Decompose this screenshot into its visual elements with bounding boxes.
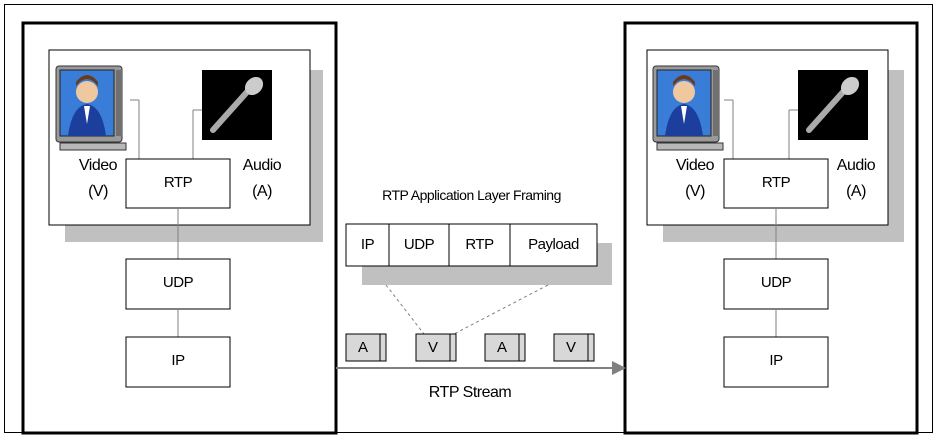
left-rtp-box bbox=[125, 158, 231, 209]
framing-dotted-right bbox=[453, 284, 549, 335]
outer-border bbox=[4, 4, 933, 433]
framing-cell-payload: Payload bbox=[528, 236, 579, 253]
left-rtp-label: RTP bbox=[163, 174, 193, 191]
rtp-stream bbox=[336, 333, 626, 375]
packet-label: A bbox=[357, 339, 368, 356]
framing-cell-rtp: RTP bbox=[465, 236, 494, 253]
right-video-label: Video bbox=[675, 157, 715, 174]
right-udp-label: UDP bbox=[760, 274, 792, 291]
left-ip-box bbox=[125, 336, 231, 388]
left-video-abbr: (V) bbox=[88, 183, 108, 200]
stream-arrowhead bbox=[612, 361, 626, 375]
framing-cell-ip: IP bbox=[360, 236, 375, 253]
monitor-icon bbox=[652, 65, 724, 151]
left-udp-box bbox=[125, 258, 231, 310]
packet bbox=[553, 333, 595, 362]
packet bbox=[345, 333, 387, 362]
microphone-icon bbox=[202, 70, 272, 140]
packet-label: V bbox=[427, 339, 438, 356]
microphone-icon bbox=[798, 70, 868, 140]
right-video-abbr: (V) bbox=[685, 183, 705, 200]
right-ip-label: IP bbox=[769, 352, 783, 369]
left-ip-label: IP bbox=[171, 352, 185, 369]
framing-title: RTP Application Layer Framing bbox=[382, 187, 561, 203]
monitor-icon bbox=[55, 65, 127, 151]
right-audio-abbr: (A) bbox=[846, 183, 866, 200]
rtp-framing bbox=[345, 223, 612, 335]
packet-label: A bbox=[496, 339, 507, 356]
framing-cell-udp: UDP bbox=[403, 236, 435, 253]
right-udp-box bbox=[723, 258, 829, 310]
left-video-label: Video bbox=[78, 157, 118, 174]
right-ip-box bbox=[723, 336, 829, 388]
right-rtp-label: RTP bbox=[761, 174, 791, 191]
right-audio-label: Audio bbox=[836, 157, 876, 174]
right-rtp-box bbox=[723, 158, 829, 209]
framing-dotted-left bbox=[385, 284, 425, 335]
left-endpoint bbox=[21, 21, 338, 435]
left-audio-abbr: (A) bbox=[252, 183, 272, 200]
packet-label: V bbox=[565, 339, 576, 356]
right-endpoint bbox=[623, 21, 919, 435]
left-udp-label: UDP bbox=[162, 274, 194, 291]
framing-bar bbox=[345, 223, 598, 267]
left-audio-label: Audio bbox=[242, 157, 282, 174]
packet bbox=[484, 333, 526, 362]
stream-label: RTP Stream bbox=[428, 384, 512, 401]
packet bbox=[415, 333, 457, 362]
